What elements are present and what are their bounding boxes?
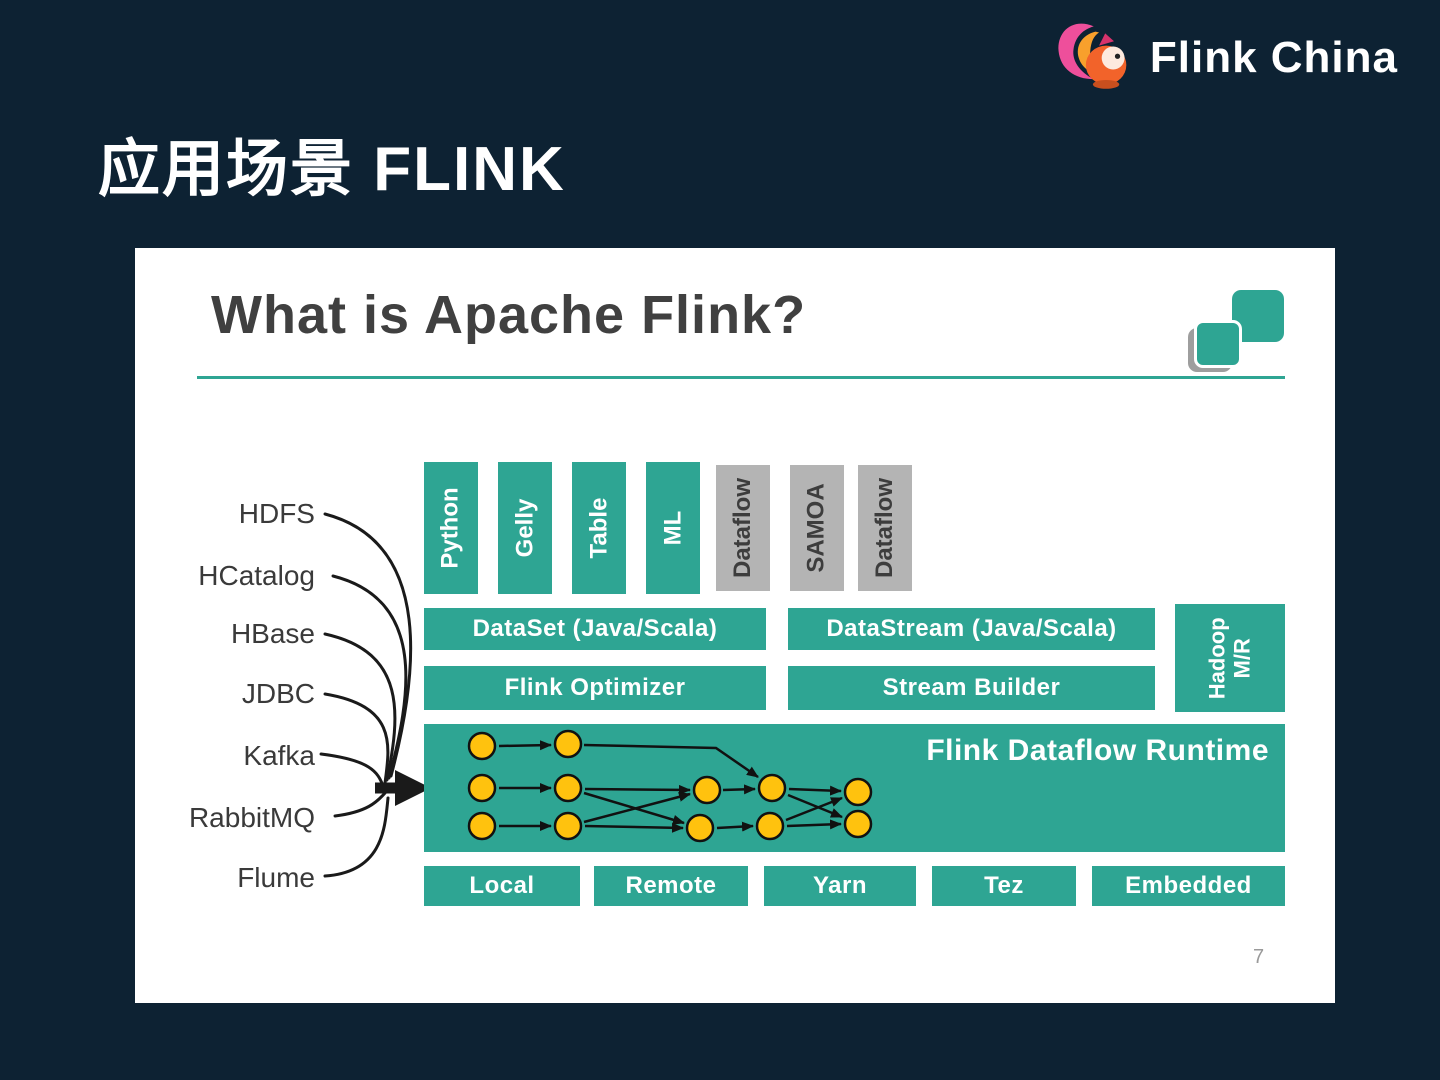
stream-builder-box: Stream Builder [788, 666, 1155, 710]
api-box-label: Dataflow [871, 477, 899, 579]
api-box-gelly: Gelly [498, 462, 552, 594]
brand-header: Flink China [1048, 14, 1398, 102]
hadoop-line1: Hadoop [1204, 617, 1230, 699]
stream-builder-label: Stream Builder [882, 674, 1061, 701]
slide-page-number: 7 [1253, 946, 1265, 968]
datastream-box: DataStream (Java/Scala) [788, 608, 1155, 650]
api-box-python: Python [424, 462, 478, 594]
dataset-label: DataSet (Java/Scala) [472, 615, 718, 642]
deploy-label: Remote [625, 872, 717, 899]
slide: What is Apache Flink? HDFS HCatalog HBas… [135, 248, 1335, 1003]
api-box-label: ML [659, 510, 686, 546]
source-label-flume: Flume [237, 862, 315, 893]
api-box-label: Table [585, 497, 612, 559]
hadoop-mr-label: Hadoop M/R [1205, 617, 1256, 699]
deploy-box-yarn: Yarn [764, 866, 916, 906]
square-small [1194, 320, 1242, 368]
api-box-label: Python [437, 487, 465, 569]
brand-name: Flink China [1149, 33, 1398, 82]
api-box-dataflow-1: Dataflow [716, 465, 770, 591]
dataflow-graph [467, 729, 873, 843]
page-title: 应用场景 FLINK [98, 135, 566, 204]
deploy-label: Local [469, 872, 535, 899]
api-box-ml: ML [646, 462, 700, 594]
deploy-label: Embedded [1125, 872, 1252, 899]
api-box-table: Table [572, 462, 626, 594]
api-box-dataflow-2: Dataflow [858, 465, 912, 591]
deploy-box-local: Local [424, 866, 580, 906]
deploy-box-remote: Remote [594, 866, 748, 906]
datastream-label: DataStream (Java/Scala) [826, 615, 1117, 642]
source-label-jdbc: JDBC [241, 678, 315, 709]
flink-runtime-box: Flink Dataflow Runtime [424, 724, 1285, 852]
hadoop-line2: M/R [1229, 637, 1255, 679]
hadoop-mr-box: Hadoop M/R [1175, 604, 1285, 712]
runtime-label: Flink Dataflow Runtime [926, 734, 1269, 767]
flink-squirrel-icon [1058, 23, 1127, 89]
api-box-label: SAMOA [803, 483, 830, 573]
api-box-label: Dataflow [729, 477, 757, 579]
optimizer-label: Flink Optimizer [504, 674, 686, 701]
deploy-box-tez: Tez [932, 866, 1076, 906]
api-box-label: Gelly [511, 498, 539, 558]
deploy-label: Tez [984, 872, 1024, 899]
deploy-box-embedded: Embedded [1092, 866, 1285, 906]
deploy-label: Yarn [812, 872, 868, 899]
source-label-hdfs: HDFS [238, 498, 315, 529]
source-label-rabbitmq: RabbitMQ [188, 802, 315, 833]
source-label-kafka: Kafka [243, 740, 315, 771]
source-label-hbase: HBase [230, 618, 315, 649]
title-divider [197, 376, 1285, 379]
api-box-samoa: SAMOA [790, 465, 844, 591]
slide-title: What is Apache Flink? [211, 285, 807, 345]
flink-optimizer-box: Flink Optimizer [424, 666, 766, 710]
dataset-box: DataSet (Java/Scala) [424, 608, 766, 650]
source-label-hcatalog: HCatalog [198, 560, 315, 591]
